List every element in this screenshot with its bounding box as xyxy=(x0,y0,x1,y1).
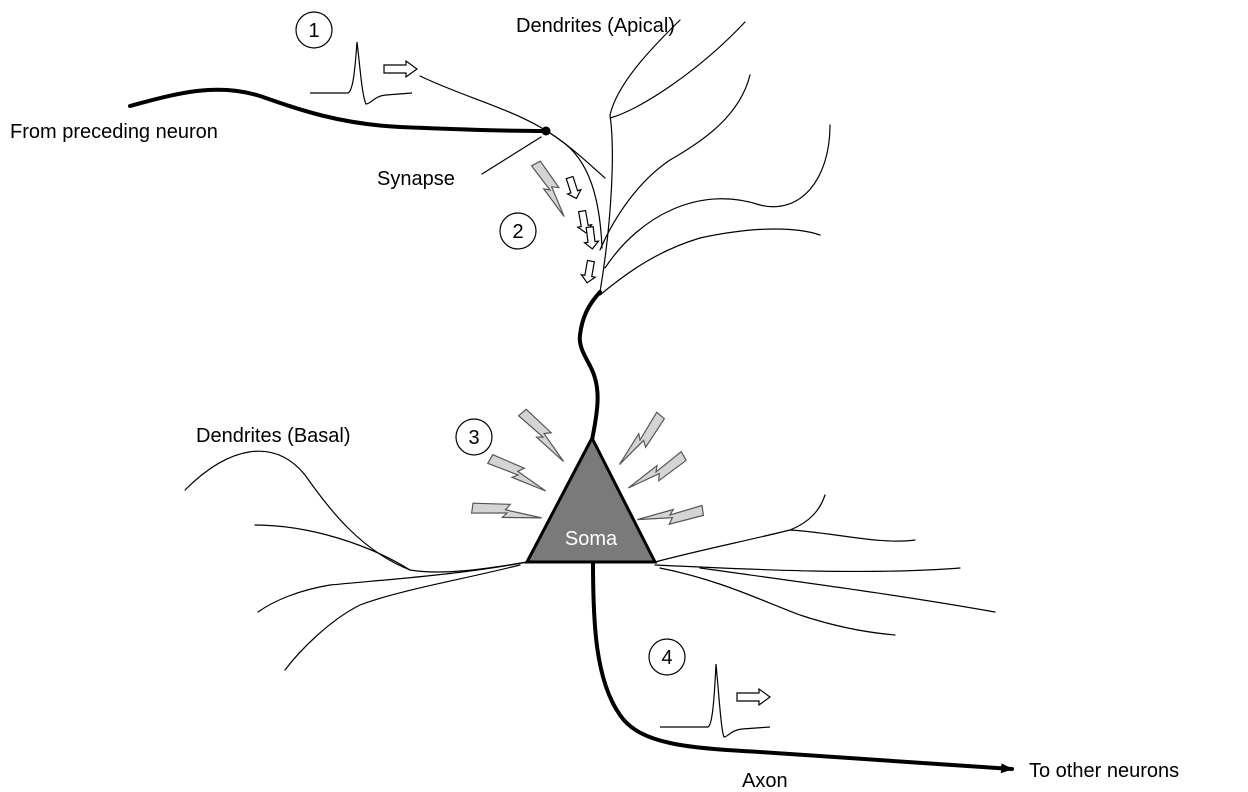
right-arrow-icon xyxy=(737,689,770,705)
dendrites-basal-label: Dendrites (Basal) xyxy=(196,425,351,447)
axon-label: Axon xyxy=(742,770,788,792)
step-number: 3 xyxy=(468,427,479,449)
step-marker-2: 2 xyxy=(500,213,536,249)
step-number: 2 xyxy=(512,221,523,243)
basal-branch xyxy=(660,568,895,635)
step-marker-1: 1 xyxy=(296,12,332,48)
action-potential-input xyxy=(310,42,417,104)
synapse-leader-line xyxy=(482,137,541,174)
basal-branch xyxy=(790,530,915,541)
down-arrow-icon xyxy=(580,260,598,284)
from-preceding-neuron-label: From preceding neuron xyxy=(10,121,218,143)
lightning-icon xyxy=(626,452,688,496)
lightning-icon xyxy=(488,451,550,495)
right-arrow-icon xyxy=(384,61,417,77)
to-other-neurons-label: To other neurons xyxy=(1029,760,1179,782)
apical-branch xyxy=(605,125,830,268)
step-number: 1 xyxy=(308,20,319,42)
apical-trunk xyxy=(580,292,600,440)
apical-branch xyxy=(600,75,750,250)
apical-branch xyxy=(600,20,680,292)
basal-branch xyxy=(258,562,527,612)
step-marker-4: 4 xyxy=(649,639,685,675)
apical-branch xyxy=(600,229,820,295)
lightning-icon xyxy=(616,412,668,470)
basal-branch xyxy=(655,495,825,562)
basal-branch xyxy=(285,565,520,670)
dendrites-apical-label: Dendrites (Apical) xyxy=(516,15,675,37)
lightning-icon xyxy=(637,505,704,528)
basal-branch xyxy=(255,525,410,570)
apical-dendrites xyxy=(420,20,830,440)
synapse-dot xyxy=(542,127,551,136)
soma-label: Soma xyxy=(565,528,618,550)
synapse-label: Synapse xyxy=(377,168,455,190)
basal-branch xyxy=(700,568,995,612)
lightning-icon xyxy=(532,159,573,219)
lightning-icon xyxy=(519,407,571,465)
action-potential-output xyxy=(660,664,770,737)
step-marker-3: 3 xyxy=(456,419,492,455)
down-arrow-icon xyxy=(563,175,583,200)
step-number: 4 xyxy=(661,647,672,669)
lightning-icon xyxy=(472,499,543,523)
